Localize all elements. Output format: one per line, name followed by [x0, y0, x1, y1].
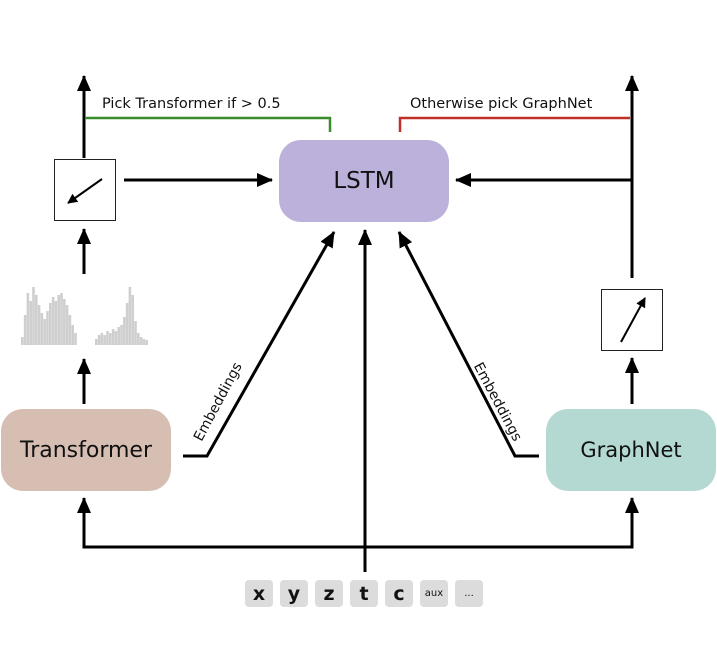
histogram-bar: [60, 293, 63, 345]
histogram-bar: [43, 319, 46, 345]
histogram-bar: [131, 295, 134, 345]
histogram-bar: [145, 340, 148, 345]
histogram-bar: [21, 337, 24, 345]
input-bus-line: [82, 500, 634, 549]
input-chip: y: [280, 580, 308, 607]
histogram-bar: [106, 331, 109, 345]
histogram-bar: [137, 333, 140, 345]
histogram-bar: [125, 303, 129, 345]
histogram-bar: [63, 299, 66, 345]
histogram-bar: [29, 301, 32, 345]
histogram-bar: [142, 339, 146, 345]
input-chip: z: [315, 580, 343, 607]
pick-transformer-line: [85, 116, 332, 132]
histogram-bar: [128, 287, 132, 345]
histogram-bar: [109, 333, 112, 345]
histogram-bar: [123, 317, 126, 345]
input-chip: t: [350, 580, 378, 607]
histogram-bar: [117, 327, 120, 345]
input-chip: x: [245, 580, 273, 607]
histogram-bar: [103, 335, 106, 345]
histogram-bar: [74, 333, 77, 345]
histogram-bar: [114, 331, 118, 345]
transformer-embeddings-arrow: [183, 231, 336, 458]
histogram-bar: [23, 315, 27, 345]
histogram-bar: [26, 293, 30, 345]
histogram-bar: [32, 287, 35, 345]
otherwise-graphnet-line: [398, 116, 630, 132]
histogram-right: [95, 287, 148, 345]
histogram-bar: [100, 333, 104, 345]
histogram-bar: [54, 301, 58, 345]
transformer-node: Transformer: [1, 409, 171, 491]
histogram-bar: [57, 295, 60, 345]
arrow-down-left-icon: [54, 159, 116, 221]
histogram-bar: [111, 329, 115, 345]
histogram-bar: [95, 339, 98, 345]
histogram-bar: [139, 337, 143, 345]
histogram-bar: [68, 315, 72, 345]
pick-transformer-label: Pick Transformer if > 0.5: [102, 96, 281, 112]
histogram-bar: [65, 305, 69, 345]
graphnet-node: GraphNet: [546, 409, 716, 491]
histogram-bar: [40, 313, 44, 345]
input-chip: ...: [455, 580, 483, 607]
arrow-up-right-icon: [601, 289, 663, 351]
histogram-bar: [51, 297, 55, 345]
histogram-bar: [37, 305, 41, 345]
input-chip: aux: [420, 580, 448, 607]
input-chip: c: [385, 580, 413, 607]
otherwise-graphnet-label: Otherwise pick GraphNet: [410, 96, 593, 112]
histogram-bar: [49, 303, 52, 345]
histogram-bar: [97, 335, 101, 345]
graphnet-embeddings-arrow: [397, 231, 539, 458]
histogram-bar: [71, 325, 74, 345]
lstm-node: LSTM: [279, 140, 449, 222]
histogram-bar: [134, 321, 137, 345]
histogram-bar: [35, 295, 38, 345]
histogram-bar: [46, 311, 49, 345]
histogram-bar: [120, 325, 123, 345]
histogram-left: [21, 287, 77, 345]
